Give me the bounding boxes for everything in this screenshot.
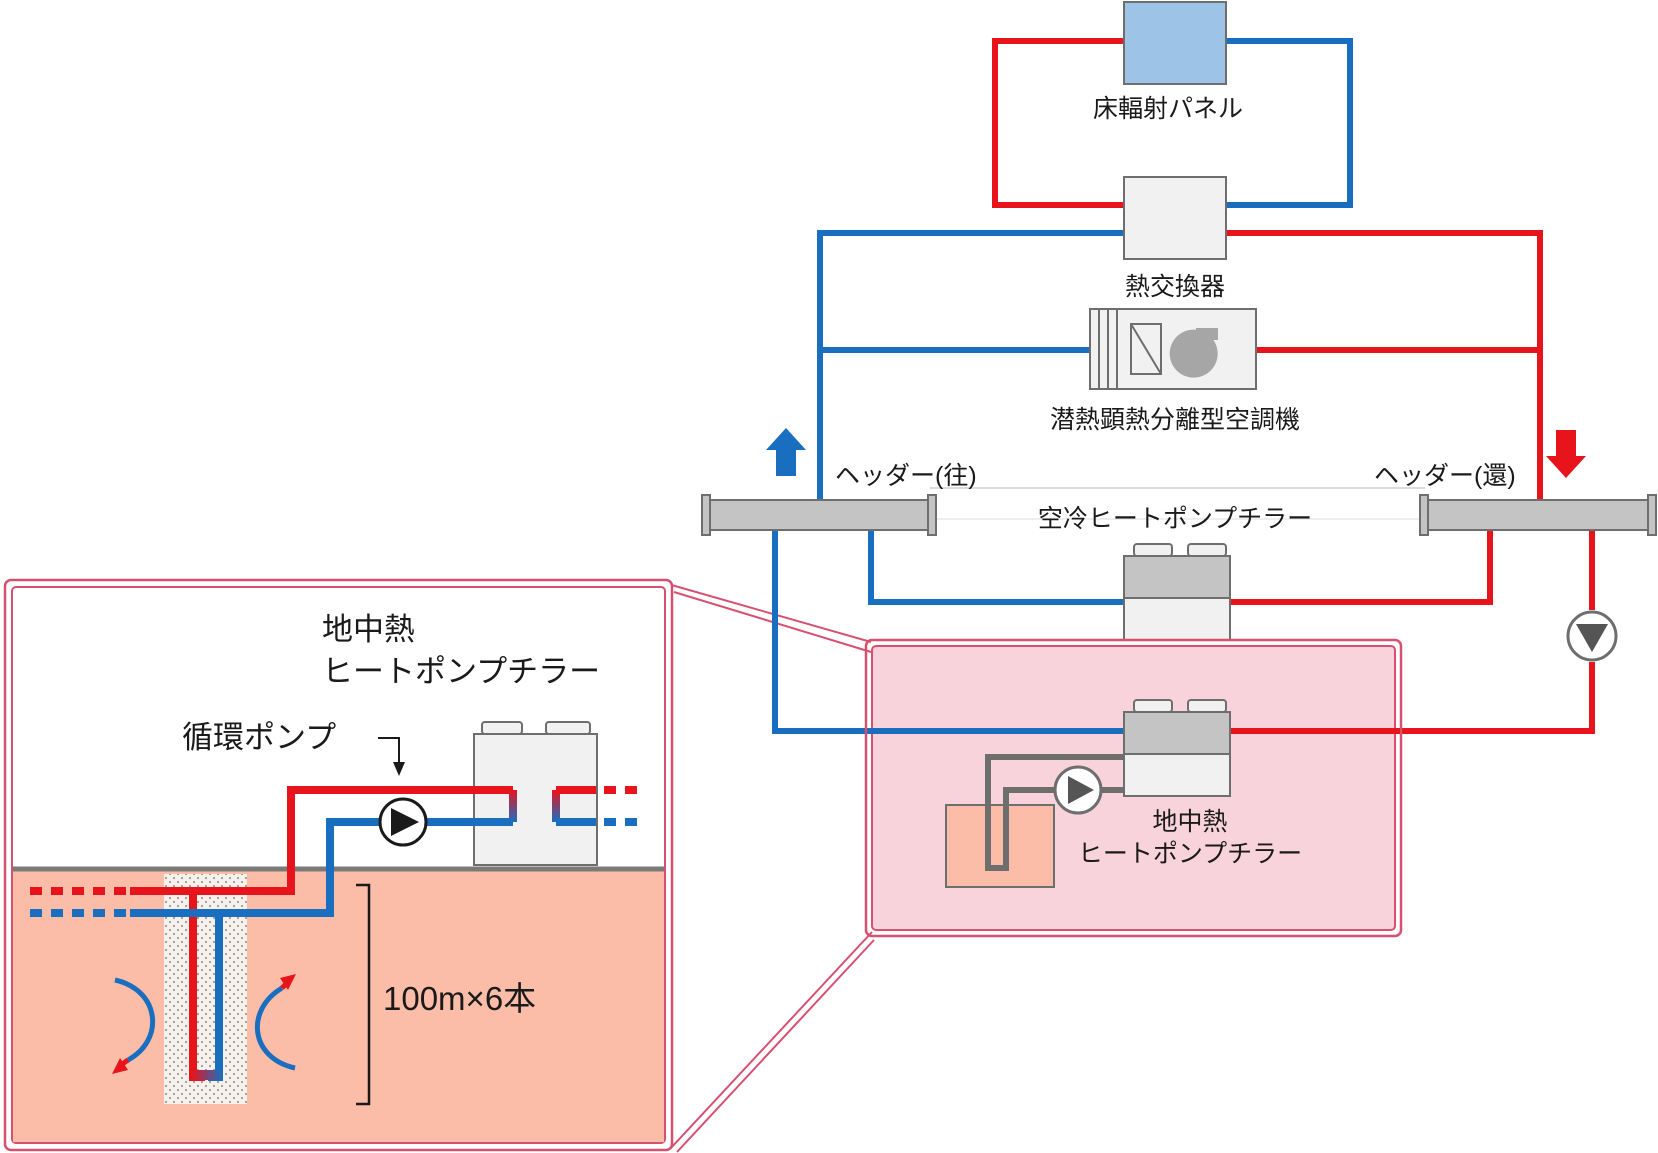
borehole bbox=[164, 874, 247, 1104]
header-supply-label: ヘッダー(往) bbox=[835, 462, 977, 490]
detail-chiller-unit bbox=[473, 721, 598, 866]
heat-exchanger bbox=[1123, 176, 1227, 260]
detail-title-line2: ヒートポンプチラー bbox=[322, 654, 600, 689]
borehole-label: 100m×6本 bbox=[383, 980, 536, 1017]
filter-icon bbox=[1089, 308, 1118, 390]
arrow-up-icon bbox=[766, 428, 806, 476]
zoom-connector bbox=[667, 583, 875, 1153]
geo-chiller-label-line1: 地中熱 bbox=[1152, 808, 1227, 836]
heat-exchanger-label: 熱交換器 bbox=[1125, 273, 1225, 301]
geo-chiller-unit bbox=[1123, 699, 1231, 797]
heat-flow-arrow-left bbox=[112, 977, 156, 1074]
panel-loop-piping bbox=[992, 38, 1353, 208]
floor-panel bbox=[1123, 1, 1227, 85]
coil-icon bbox=[1130, 323, 1162, 375]
arrow-down-icon bbox=[1546, 430, 1586, 478]
bracket-icon bbox=[356, 883, 371, 1106]
fan-icon bbox=[1169, 328, 1218, 378]
air-chiller-unit bbox=[1123, 543, 1231, 641]
ahu-unit bbox=[1089, 308, 1257, 390]
floor-panel-label: 床輻射パネル bbox=[1093, 95, 1243, 123]
ahu-label: 潜熱顕熱分離型空調機 bbox=[1050, 406, 1300, 434]
pump-icon bbox=[378, 797, 428, 847]
circ-pump-label: 循環ポンプ bbox=[182, 720, 336, 755]
header-return bbox=[1419, 494, 1657, 536]
dashed-continuation bbox=[30, 786, 640, 917]
header-supply bbox=[701, 494, 937, 536]
pump-icon bbox=[1053, 765, 1103, 815]
detail-title-line1: 地中熱 bbox=[322, 612, 415, 647]
air-chiller-label: 空冷ヒートポンプチラー bbox=[1038, 505, 1312, 533]
header-return-label: ヘッダー(還) bbox=[1374, 462, 1516, 490]
heat-flow-arrow-right bbox=[254, 974, 296, 1071]
ground-loop-piping bbox=[985, 754, 1124, 871]
detail-piping bbox=[130, 786, 596, 1081]
ground-area bbox=[13, 869, 664, 1142]
ground-tank bbox=[945, 804, 1055, 888]
pump-pointer-arrow bbox=[378, 737, 405, 776]
pump-icon bbox=[1566, 610, 1618, 662]
geo-chiller-label-line2: ヒートポンプチラー bbox=[1078, 840, 1302, 868]
